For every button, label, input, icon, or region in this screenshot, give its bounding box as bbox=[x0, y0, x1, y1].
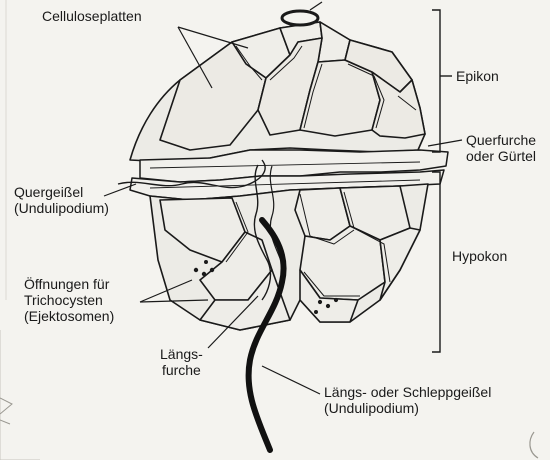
label-celluloseplatten: Celluloseplatten bbox=[42, 8, 142, 24]
apical-pore bbox=[282, 11, 318, 25]
label-oeffnungen-trichocysten: Öffnungen für Trichocysten (Ejektosomen) bbox=[24, 276, 114, 324]
hypokon-bracket bbox=[432, 172, 440, 352]
label-hypokon: Hypokon bbox=[452, 248, 507, 264]
label-quergeissel: Quergeißel (Undulipodium) bbox=[14, 184, 109, 216]
hypokon-body bbox=[150, 184, 428, 330]
epikon-bracket bbox=[432, 10, 440, 152]
label-epikon: Epikon bbox=[456, 68, 499, 84]
label-querfurche: Querfurche oder Gürtel bbox=[466, 132, 550, 164]
epikon-body bbox=[130, 22, 425, 162]
label-schleppgeissel: Längs- oder Schleppgeißel (Undulipodium) bbox=[324, 384, 491, 416]
label-laengsfurche: Längs- furche bbox=[160, 346, 203, 378]
